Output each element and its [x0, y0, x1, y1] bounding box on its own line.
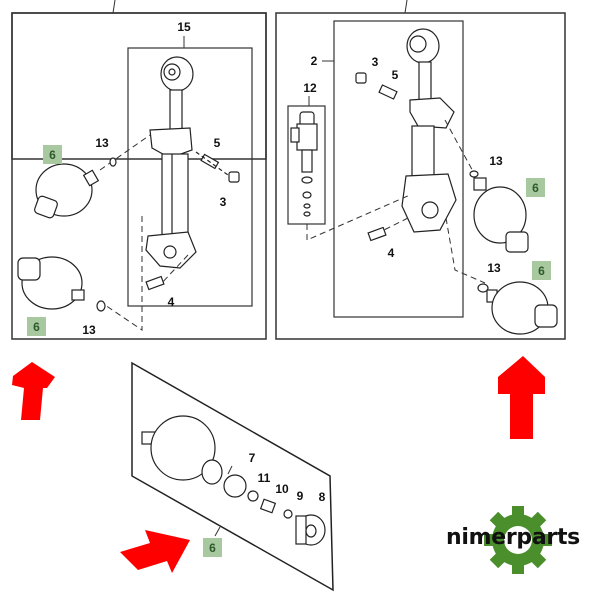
callout-5-right: 5	[391, 68, 399, 82]
accumulator-detail	[141, 415, 326, 546]
arrow-right-detail	[120, 530, 190, 573]
left-cylinder-panel	[11, 12, 267, 340]
part-tag-6-left-top: 6	[43, 145, 62, 164]
callout-12: 12	[303, 81, 317, 95]
callout-13-left-bottom: 13	[82, 323, 96, 337]
callout-3-left: 3	[219, 195, 227, 209]
arrow-up-right	[498, 356, 545, 439]
red-arrows	[12, 356, 545, 573]
callout-13-left-top: 13	[95, 136, 109, 150]
logo-gear-icon	[484, 506, 552, 574]
right-cylinder-panel	[275, 12, 566, 340]
callout-4-right: 4	[387, 246, 395, 260]
accumulator-left-bottom	[17, 256, 106, 312]
callout-3-right: 3	[371, 55, 379, 69]
accumulator-detail-panel	[131, 361, 334, 592]
callout-5-left: 5	[213, 136, 221, 150]
callout-9: 9	[296, 489, 304, 503]
callout-7: 7	[248, 451, 256, 465]
part-tag-6-right-top: 6	[526, 178, 545, 197]
callout-2: 2	[310, 54, 318, 68]
part-tag-6-detail: 6	[203, 538, 222, 557]
arrow-up-left	[12, 362, 55, 420]
callout-11: 11	[257, 471, 271, 485]
part-tag-6-left-bottom: 6	[27, 317, 46, 336]
callout-15: 15	[177, 20, 191, 34]
callout-4-left: 4	[167, 295, 175, 309]
hydraulic-cylinder-2	[401, 28, 457, 233]
accumulator-left-top	[34, 157, 117, 219]
callout-8: 8	[318, 490, 326, 504]
accumulator-right-bottom	[477, 281, 558, 335]
callout-13-right-bottom: 13	[487, 261, 501, 275]
callout-10: 10	[275, 482, 289, 496]
solenoid-valve-12	[290, 111, 318, 217]
callout-13-right-top: 13	[489, 154, 503, 168]
hydraulic-cylinder-15	[145, 56, 197, 269]
accumulator-right-top	[473, 177, 529, 253]
nimerparts-logo-text: nimerparts	[446, 525, 580, 550]
part-tag-6-right-bottom: 6	[532, 261, 551, 280]
